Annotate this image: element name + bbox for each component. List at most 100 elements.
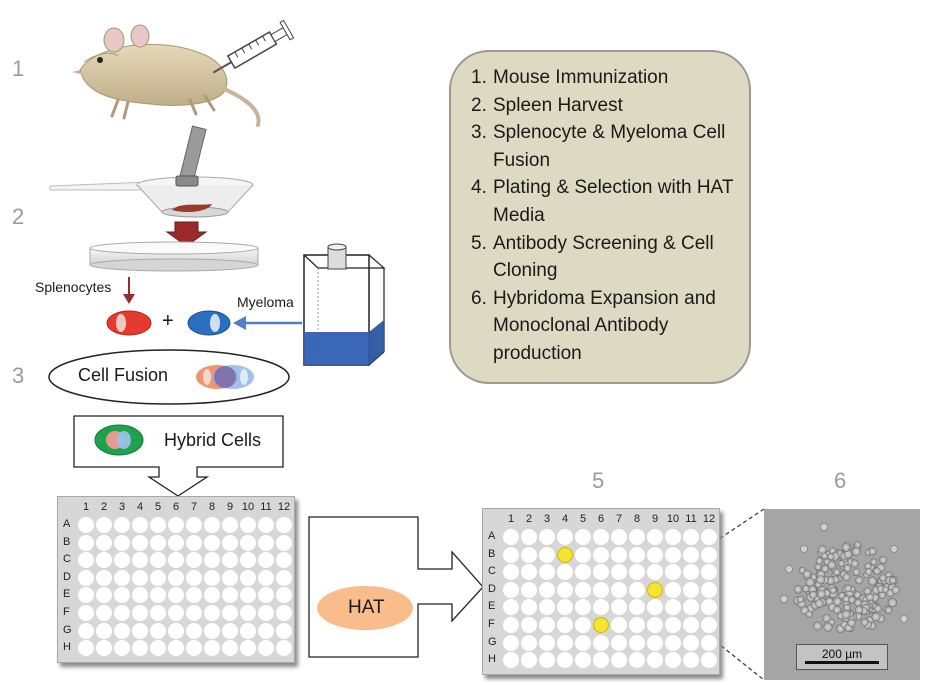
- well: [276, 552, 292, 569]
- well: [629, 581, 645, 598]
- well: [240, 517, 256, 533]
- well: [276, 605, 292, 621]
- colony-cell: [854, 541, 862, 549]
- colony-cell: [814, 599, 824, 608]
- colony-cell: [780, 595, 788, 603]
- well: [701, 529, 717, 545]
- colony-cell: [816, 575, 826, 585]
- colony-cell: [809, 590, 818, 599]
- plate-column-label: 6: [172, 501, 180, 513]
- hybridoma-colony-image: 200 µm: [764, 509, 920, 680]
- colony-cell: [843, 603, 851, 612]
- well: [114, 640, 130, 657]
- scale-bar: 200 µm: [796, 644, 888, 670]
- plate-column-label: 12: [702, 513, 716, 525]
- well: [96, 517, 112, 533]
- well: [503, 564, 519, 581]
- step-number-6: 6: [834, 468, 847, 493]
- plate-row-label: E: [63, 588, 71, 601]
- well: [150, 640, 166, 657]
- culture-flask-icon: [303, 243, 386, 366]
- well: [78, 640, 94, 657]
- well: [150, 534, 166, 551]
- well: [132, 569, 148, 586]
- well: [503, 581, 519, 598]
- plate-row-label: G: [63, 623, 72, 636]
- well: [222, 587, 238, 604]
- plate-row-label: B: [488, 547, 496, 560]
- well: [96, 587, 112, 604]
- plate-column-label: 3: [543, 513, 551, 525]
- plate-column-label: 5: [154, 501, 162, 513]
- well: [557, 617, 573, 633]
- well: [150, 622, 166, 639]
- well: [683, 634, 699, 651]
- well: [132, 587, 148, 604]
- colony-cell: [884, 606, 893, 614]
- well: [240, 552, 256, 569]
- well: [503, 652, 519, 669]
- colony-cell: [867, 576, 877, 586]
- hybrid-cells-label: Hybrid Cells: [164, 430, 262, 450]
- plate-column-label: 1: [82, 501, 90, 513]
- colony-cell: [838, 559, 846, 567]
- well: [521, 634, 537, 651]
- legend-item-text: Plating & Selection with HAT Media: [493, 177, 734, 226]
- legend-item-number: 1.: [471, 67, 487, 88]
- legend-item-text: Spleen Harvest: [493, 94, 623, 116]
- well: [539, 546, 555, 563]
- well: [114, 587, 130, 604]
- legend-item-number: 6.: [471, 287, 487, 309]
- plate-column-label: 7: [615, 513, 623, 525]
- well: [647, 546, 663, 563]
- colony-cell: [829, 586, 837, 594]
- step-number-1: 1: [12, 56, 25, 81]
- well: [96, 534, 112, 551]
- well: [701, 652, 717, 669]
- well: [647, 529, 663, 545]
- colony-cell: [874, 604, 882, 613]
- colony-cell: [820, 523, 828, 531]
- well: [701, 617, 717, 633]
- well: [150, 587, 166, 604]
- plate-column-label: 8: [633, 513, 641, 525]
- well: [683, 529, 699, 545]
- well: [629, 564, 645, 581]
- plate-column-label: 6: [597, 513, 605, 525]
- well: [647, 599, 663, 616]
- well: [114, 552, 130, 569]
- legend-item-number: 5.: [471, 232, 487, 254]
- well: [701, 599, 717, 616]
- well: [701, 564, 717, 581]
- legend-item-number: 4.: [471, 177, 487, 199]
- well: [683, 564, 699, 581]
- scale-bar-line: [805, 661, 879, 664]
- colony-cell: [855, 576, 864, 585]
- legend-item: 3.Splenocyte & Myeloma Cell Fusion: [471, 119, 739, 174]
- well: [575, 652, 591, 669]
- plate-row-label: A: [63, 518, 71, 530]
- syringe-icon: [212, 19, 295, 74]
- plate-row-label: E: [488, 600, 496, 613]
- well: [186, 534, 202, 551]
- well: [222, 622, 238, 639]
- well: [168, 552, 184, 569]
- legend-item-number: 3.: [471, 122, 487, 144]
- well: [240, 534, 256, 551]
- well: [683, 599, 699, 616]
- well: [168, 622, 184, 639]
- colony-cell: [816, 589, 826, 599]
- splenocyte-arrowhead-icon: [123, 294, 135, 304]
- colony-cell: [821, 552, 829, 560]
- well: [114, 569, 130, 586]
- well: [503, 529, 519, 545]
- colony-cell: [851, 547, 861, 557]
- hat-label: HAT: [348, 597, 385, 618]
- well: [647, 617, 663, 633]
- well: [258, 534, 274, 551]
- plate-column-label: 8: [208, 501, 216, 513]
- well: [204, 587, 220, 604]
- well: [222, 517, 238, 533]
